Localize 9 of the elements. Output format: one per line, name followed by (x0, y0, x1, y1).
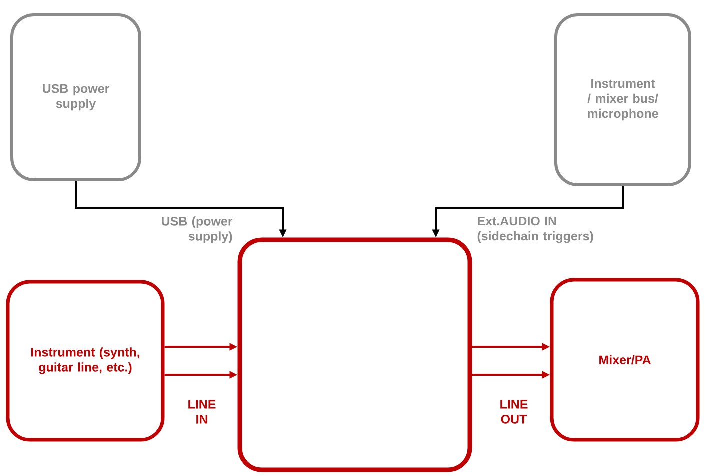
source-box: Instrument (synth, guitar line, etc.) (6, 280, 165, 442)
source-box: USB power supply (10, 14, 142, 182)
source-box: Mixer/PA (550, 278, 700, 442)
edge-label: LINE IN (188, 400, 216, 424)
device-box (238, 238, 472, 472)
edge-label: Ext.AUDIO IN (sidechain triggers) (478, 216, 594, 244)
edge-label: LINE OUT (500, 400, 528, 424)
source-box: Instrument / mixer bus/ microphone (554, 14, 692, 186)
edge-label: USB (power supply) (162, 216, 233, 244)
